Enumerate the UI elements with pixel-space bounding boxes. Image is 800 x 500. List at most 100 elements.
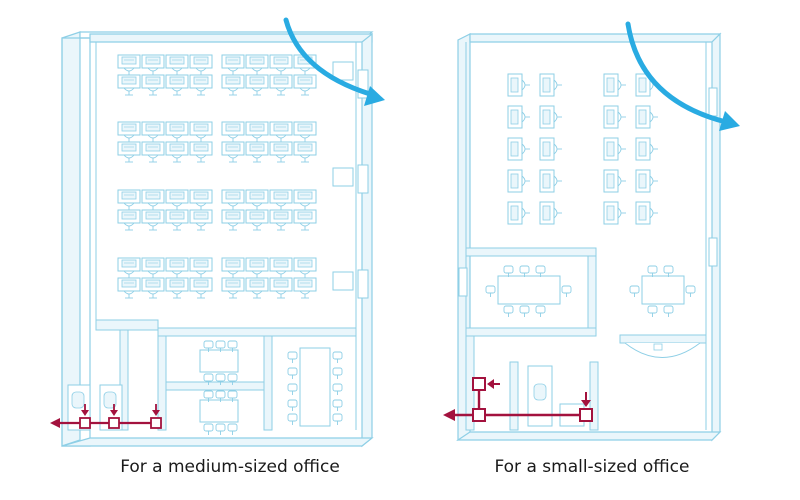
workstation-desk — [189, 74, 213, 96]
workstation-desk — [269, 121, 293, 143]
workstation-desk — [165, 121, 189, 143]
workstation-desk — [245, 74, 269, 96]
meeting-chair — [332, 399, 343, 412]
meeting-chair — [287, 413, 298, 426]
workstation-desk — [141, 74, 165, 96]
workstation-desk — [635, 105, 659, 129]
meeting-chair — [663, 305, 674, 318]
workstation-desk — [117, 54, 141, 76]
workstation-desk — [221, 257, 245, 279]
workstation-desk — [221, 54, 245, 76]
workstation-desk — [507, 137, 531, 161]
workstation-desk — [221, 209, 245, 231]
small-drain-pipe — [443, 377, 593, 422]
workstation-desk — [141, 121, 165, 143]
workstation-desk — [293, 74, 317, 96]
workstation-desk — [117, 189, 141, 211]
medium-drain-pipe — [50, 404, 162, 429]
meeting-chair — [535, 265, 546, 278]
small-desk-blocks — [507, 73, 659, 225]
workstation-desk — [293, 189, 317, 211]
workstation-desk — [539, 137, 563, 161]
workstation-desk — [141, 257, 165, 279]
workstation-desk — [507, 169, 531, 193]
meeting-chair — [535, 305, 546, 318]
curved-arrow-icon — [625, 21, 740, 131]
workstation-desk — [221, 277, 245, 299]
workstation-desk — [507, 105, 531, 129]
meeting-chair — [647, 265, 658, 278]
curved-arrow-icon — [283, 17, 385, 106]
workstation-desk — [245, 54, 269, 76]
workstation-desk — [165, 54, 189, 76]
caption-small-office: For a small-sized office — [494, 457, 690, 477]
workstation-desk — [293, 141, 317, 163]
workstation-desk — [293, 121, 317, 143]
workstation-desk — [635, 169, 659, 193]
workstation-desk — [165, 209, 189, 231]
meeting-chair — [287, 351, 298, 364]
workstation-desk — [221, 141, 245, 163]
workstation-desk — [245, 189, 269, 211]
workstation-desk — [141, 54, 165, 76]
workstation-desk — [293, 257, 317, 279]
workstation-desk — [141, 209, 165, 231]
arrow-down-icon — [110, 404, 118, 416]
workstation-desk — [117, 209, 141, 231]
meeting-chair — [519, 305, 530, 318]
workstation-desk — [165, 74, 189, 96]
workstation-desk — [141, 277, 165, 299]
workstation-desk — [507, 201, 531, 225]
workstation-desk — [603, 105, 627, 129]
workstation-desk — [189, 277, 213, 299]
workstation-desk — [165, 189, 189, 211]
workstation-desk — [245, 277, 269, 299]
meeting-chair — [332, 367, 343, 380]
workstation-desk — [117, 74, 141, 96]
meeting-chair — [287, 383, 298, 396]
arrow-left-icon — [50, 418, 60, 428]
workstation-desk — [507, 73, 531, 97]
workstation-desk — [189, 121, 213, 143]
meeting-chair — [332, 351, 343, 364]
workstation-desk — [221, 189, 245, 211]
arrow-down-icon — [81, 404, 89, 416]
workstation-desk — [165, 277, 189, 299]
workstation-desk — [189, 257, 213, 279]
meeting-chair — [227, 423, 238, 436]
meeting-chair — [561, 285, 572, 298]
meeting-chair — [287, 367, 298, 380]
meeting-chair — [647, 305, 658, 318]
meeting-chair — [663, 265, 674, 278]
workstation-desk — [539, 105, 563, 129]
workstation-desk — [269, 257, 293, 279]
meeting-chair — [485, 285, 496, 298]
workstation-desk — [117, 141, 141, 163]
workstation-desk — [141, 141, 165, 163]
workstation-desk — [293, 277, 317, 299]
meeting-chair — [503, 305, 514, 318]
small-office-plan — [456, 32, 722, 442]
workstation-desk — [603, 169, 627, 193]
meeting-chair — [519, 265, 530, 278]
meeting-chair — [203, 423, 214, 436]
workstation-desk — [269, 54, 293, 76]
meeting-chair — [332, 383, 343, 396]
workstation-desk — [269, 74, 293, 96]
arrow-down-icon — [581, 392, 591, 407]
meeting-chair — [685, 285, 696, 298]
workstation-desk — [539, 73, 563, 97]
workstation-desk — [635, 201, 659, 225]
workstation-desk — [165, 257, 189, 279]
workstation-desk — [603, 73, 627, 97]
medium-office-plan — [61, 31, 374, 448]
workstation-desk — [117, 121, 141, 143]
workstation-desk — [165, 141, 189, 163]
workstation-desk — [269, 189, 293, 211]
workstation-desk — [293, 209, 317, 231]
arrow-left-icon — [443, 409, 455, 421]
workstation-desk — [221, 74, 245, 96]
workstation-desk — [117, 277, 141, 299]
workstation-desk — [245, 257, 269, 279]
